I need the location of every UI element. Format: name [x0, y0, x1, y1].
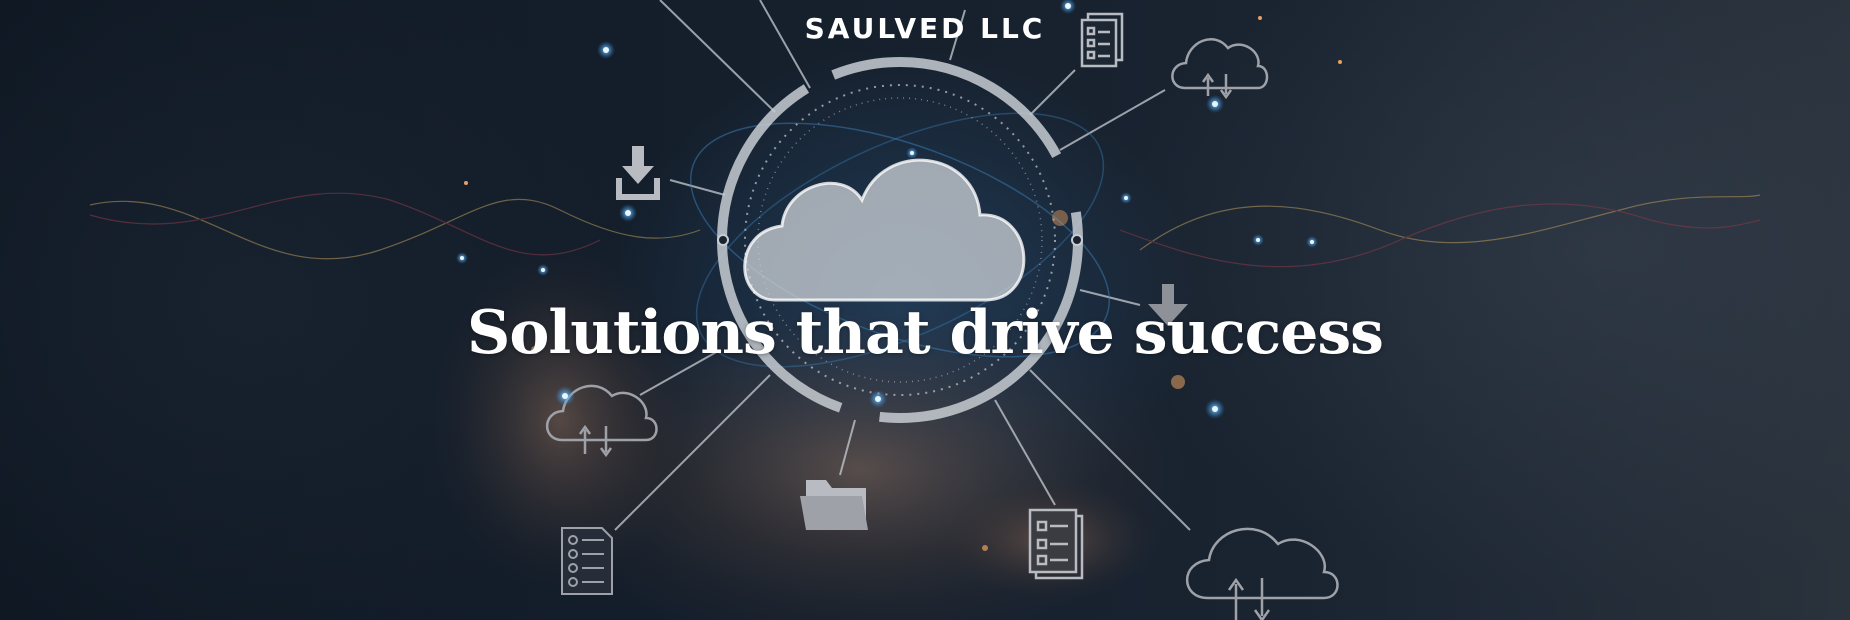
folder-icon — [800, 480, 868, 530]
checklist-icon — [561, 527, 613, 595]
cloud-sync-icon — [1171, 37, 1269, 100]
wave-lines — [89, 192, 1761, 268]
glow-particles — [456, 0, 1342, 551]
download-icon — [1148, 284, 1188, 326]
download-icon — [616, 146, 660, 200]
checklist-icon — [1028, 508, 1084, 580]
cloud-sync-icon — [1185, 527, 1339, 620]
cloud-sync-icon — [546, 384, 658, 458]
cloud-icon — [743, 158, 1026, 302]
connector-lines — [614, 0, 1191, 531]
brand-name: SAULVED LLC — [804, 12, 1046, 45]
cloud-orbit-rings — [689, 57, 1111, 423]
checklist-icon — [1080, 12, 1124, 68]
hero-headline: Solutions that drive success — [467, 298, 1384, 368]
